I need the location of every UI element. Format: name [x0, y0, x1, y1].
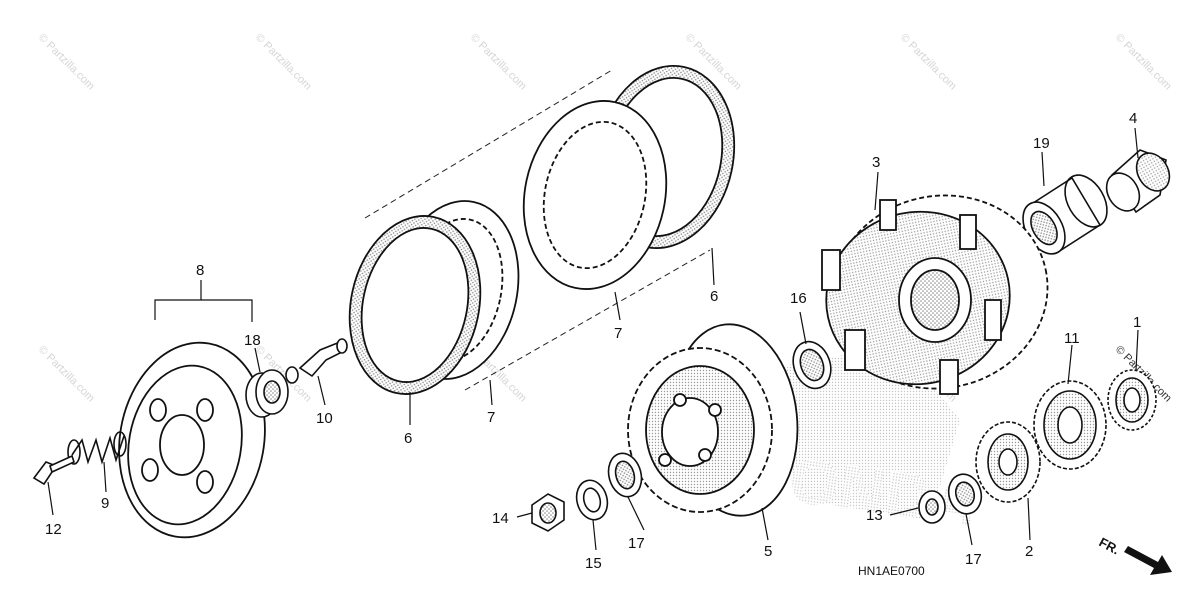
callout-4: 4	[1129, 110, 1137, 127]
lock-nut-left-part	[531, 493, 565, 532]
watermark: © Partzilla.com	[36, 344, 97, 405]
callout-12: 12	[45, 521, 62, 538]
needle-bearing-part	[1022, 174, 1108, 255]
callout-15: 15	[585, 555, 602, 572]
callout-2: 2	[1025, 543, 1033, 560]
callout-16: 16	[790, 290, 807, 307]
callout-13: 13	[866, 507, 883, 524]
friction-disc-lower-part	[348, 215, 482, 395]
callout-3: 3	[872, 154, 880, 171]
callout-11: 11	[1064, 330, 1080, 347]
callout-17-left: 17	[628, 535, 645, 552]
callout-7-upper: 7	[614, 325, 622, 342]
callout-17-right: 17	[965, 551, 982, 568]
callout-19: 19	[1033, 135, 1050, 152]
callout-9: 9	[101, 495, 109, 512]
callout-18: 18	[244, 332, 261, 349]
callout-1: 1	[1133, 314, 1141, 331]
front-direction-label: FR.	[1097, 534, 1123, 557]
pressure-plate-part	[118, 341, 266, 539]
callout-7-lower: 7	[487, 409, 495, 426]
callouts: 1 2 3 4 5 6 6 7 7 8 9 10 11 12 13 14 15 …	[45, 110, 1141, 572]
watermark: © Partzilla.com	[468, 32, 529, 93]
lock-nut-right-part	[918, 490, 946, 524]
small-gear-part	[1107, 369, 1157, 431]
callout-8: 8	[196, 262, 204, 279]
lock-washer-part	[575, 479, 609, 521]
ball-bearing-part	[245, 369, 289, 418]
watermark: © Partzilla.com	[1113, 32, 1174, 93]
sleeve-part	[1105, 149, 1171, 214]
callout-5: 5	[764, 543, 772, 560]
front-direction-arrow: FR.	[1097, 534, 1172, 575]
primary-gear-part	[1033, 380, 1107, 470]
clutch-outer-part	[821, 194, 1049, 395]
callout-6-lower: 6	[404, 430, 412, 447]
callout-6-upper: 6	[710, 288, 718, 305]
washer-left-part	[607, 452, 643, 498]
clutch-center-part	[627, 323, 799, 517]
washer-right-part	[947, 473, 983, 515]
callout-10: 10	[316, 410, 333, 427]
clutch-spring-part	[67, 431, 127, 465]
thrust-washer-part	[792, 340, 832, 390]
diagram-code: HN1AE0700	[858, 564, 925, 578]
gear-part	[975, 421, 1041, 503]
callout-14: 14	[492, 510, 509, 527]
flange-bolt-part	[32, 454, 75, 486]
assembly-guide-lines	[364, 69, 711, 391]
clutch-plate-upper-part	[522, 100, 668, 290]
leader-lines	[47, 127, 1139, 551]
watermark: © Partzilla.com	[36, 32, 97, 93]
lifter-piece-part	[285, 338, 348, 384]
watermark: © Partzilla.com	[253, 32, 314, 93]
watermark: © Partzilla.com	[898, 32, 959, 93]
